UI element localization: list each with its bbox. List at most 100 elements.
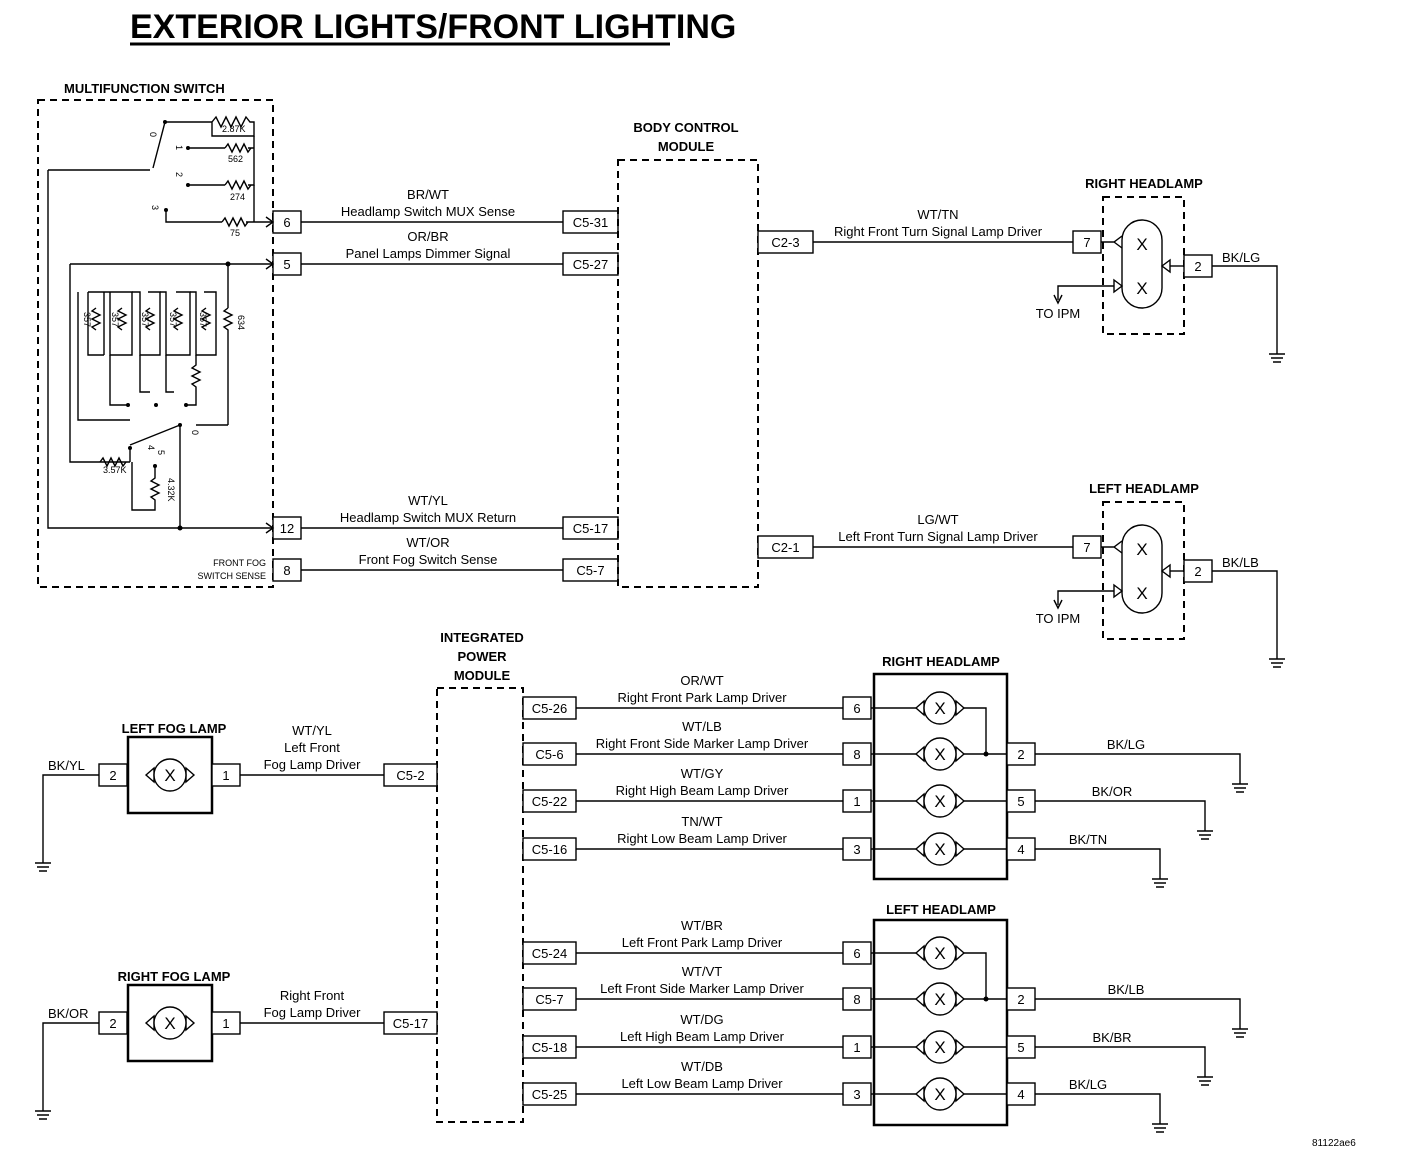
- headlamp-ground-wire: [1035, 848, 1161, 879]
- bulb-mark: X: [934, 1038, 945, 1057]
- headlamp-ground-wire-1: BK/OR: [1092, 784, 1132, 799]
- to-ipm-arrow: [1053, 599, 1063, 610]
- headlamp-wire-color-1: WT/LB: [682, 719, 722, 734]
- front-fog-switch-sense-label-2: SWITCH SENSE: [197, 571, 266, 581]
- dimmer-position-5: 5: [156, 450, 166, 455]
- headlamp-pin-6: 6: [853, 701, 860, 716]
- dimmer-wiper: [129, 424, 181, 446]
- headlamp-bulb: X: [914, 832, 966, 866]
- bulb-mark: X: [934, 840, 945, 859]
- fog-ground-wire: [42, 774, 99, 863]
- ipm-connector-C5-17-box: [383, 1011, 438, 1035]
- resistor-634-label: 634: [236, 315, 246, 330]
- to-ipm-arrow: [1053, 294, 1063, 305]
- bcm-connector-C5-17-box: [562, 516, 619, 540]
- bulb-mark: X: [934, 990, 945, 1009]
- turn-bulb-mark-b: X: [1136, 279, 1147, 298]
- park-marker-common: [964, 707, 987, 755]
- headlamp-ground-wire-0: BK/LG: [1107, 737, 1145, 752]
- fog-ground-wire-color-0: BK/YL: [48, 758, 85, 773]
- bulb-globe: [923, 1030, 957, 1064]
- turn-wire-color-1: LG/WT: [917, 512, 958, 527]
- switch-pin-12: 12: [280, 521, 294, 536]
- bcm-connector-C2-1: C2-1: [771, 540, 799, 555]
- wire-color-2: WT/YL: [408, 493, 448, 508]
- fog-lamp-bulb: X: [144, 758, 196, 792]
- ipm-connector-C5-6: C5-6: [535, 747, 563, 762]
- turn-pin-7: 7: [1083, 235, 1090, 250]
- ipm-connector-C5-24: C5-24: [532, 946, 567, 961]
- bulb-globe: [923, 936, 957, 970]
- resistor-274-label: 274: [230, 192, 245, 202]
- to-ipm-label-0: TO IPM: [1036, 306, 1081, 321]
- front-fog-switch-sense-label-1: FRONT FOG: [213, 558, 266, 568]
- resistor-562-label: 562: [228, 154, 243, 164]
- resistor-634: [222, 264, 234, 425]
- headlamp-ground-symbol: [1197, 1076, 1213, 1086]
- headlamp-ground-wire: [1035, 753, 1241, 784]
- headlamp-ground-pin-4: 4: [1017, 1087, 1024, 1102]
- resistor-357-e-label: 357: [198, 312, 208, 327]
- ipm-connector-C5-2-box: [383, 763, 438, 787]
- headlamp-ground-wire-0: BK/LB: [1108, 982, 1145, 997]
- bulb-globe: [153, 1006, 187, 1040]
- resistor-3-57k: [99, 456, 127, 468]
- bulb-globe: [923, 784, 957, 818]
- headlamp-wire-color-0: OR/WT: [680, 673, 723, 688]
- headlamp-desc-2: Right High Beam Lamp Driver: [616, 783, 789, 798]
- turn-wire-color-0: WT/TN: [917, 207, 958, 222]
- bulb-mark: X: [934, 699, 945, 718]
- headlamp-wire-color-3: WT/DB: [681, 1059, 723, 1074]
- fog-desc-b-1: Fog Lamp Driver: [264, 1005, 361, 1020]
- ipm-label-3: MODULE: [454, 668, 511, 683]
- headlamp-desc-2: Left High Beam Lamp Driver: [620, 1029, 785, 1044]
- headlamp-bulb: X: [914, 691, 966, 725]
- fog-desc-a-1: Right Front: [280, 988, 345, 1003]
- left-fog-lamp-label: LEFT FOG LAMP: [122, 721, 227, 736]
- fog-ground-symbol: [35, 1110, 51, 1120]
- headlamp-ground-wire: [1035, 800, 1206, 831]
- headlamp-bulb: X: [914, 1077, 966, 1111]
- bcm-connector-C5-27-box: [562, 252, 619, 276]
- fog-ground-pin: 2: [109, 1016, 116, 1031]
- switch-position-3: 3: [150, 205, 160, 210]
- bulb-mark: X: [934, 745, 945, 764]
- turn-bulb-mark-a: X: [1136, 235, 1147, 254]
- mux-return-bus: [47, 170, 272, 529]
- resistor-4-32k-label: 4.32K: [166, 478, 176, 502]
- turn-bulb-lead: [1101, 540, 1123, 554]
- ipm-boundary: [436, 687, 524, 1123]
- headlamp-pin-3: 3: [853, 1087, 860, 1102]
- to-ipm-wire: [1057, 285, 1114, 300]
- circuit-desc-3: Front Fog Switch Sense: [359, 552, 498, 567]
- pin-arrow: [265, 522, 275, 534]
- switch-position-1: 1: [174, 145, 184, 150]
- headlamp-ground-wire-2: BK/TN: [1069, 832, 1107, 847]
- headlamp-ground-pin-2: 2: [1017, 747, 1024, 762]
- switch-position-0: 0: [148, 132, 158, 137]
- bulb-mark: X: [934, 944, 945, 963]
- left-headlamp-label: LEFT HEADLAMP: [886, 902, 996, 917]
- right-fog-lamp-label: RIGHT FOG LAMP: [118, 969, 231, 984]
- fog-lamp-pin: 1: [222, 1016, 229, 1031]
- dimmer-position-4: 4: [146, 445, 156, 450]
- right-headlamp-turn-label: RIGHT HEADLAMP: [1085, 176, 1203, 191]
- headlamp-pin-1: 1: [853, 1040, 860, 1055]
- ipm-label-1: INTEGRATED: [440, 630, 524, 645]
- bcm-label-1: BODY CONTROL: [633, 120, 738, 135]
- pin-arrow: [265, 258, 275, 270]
- turn-ground-wire: [1212, 570, 1278, 659]
- page-title: EXTERIOR LIGHTS/FRONT LIGHTING: [130, 8, 736, 46]
- bulb-globe: [923, 691, 957, 725]
- turn-bulb-lead-right: [1160, 563, 1171, 579]
- headlamp-pin-8: 8: [853, 992, 860, 1007]
- ipm-connector-C5-25: C5-25: [532, 1087, 567, 1102]
- fog-wire-color-0: WT/YL: [292, 723, 332, 738]
- fog-lamp-pin: 1: [222, 768, 229, 783]
- turn-pin-7: 7: [1083, 540, 1090, 555]
- resistor-2-87k-label: 2.87K: [222, 124, 246, 134]
